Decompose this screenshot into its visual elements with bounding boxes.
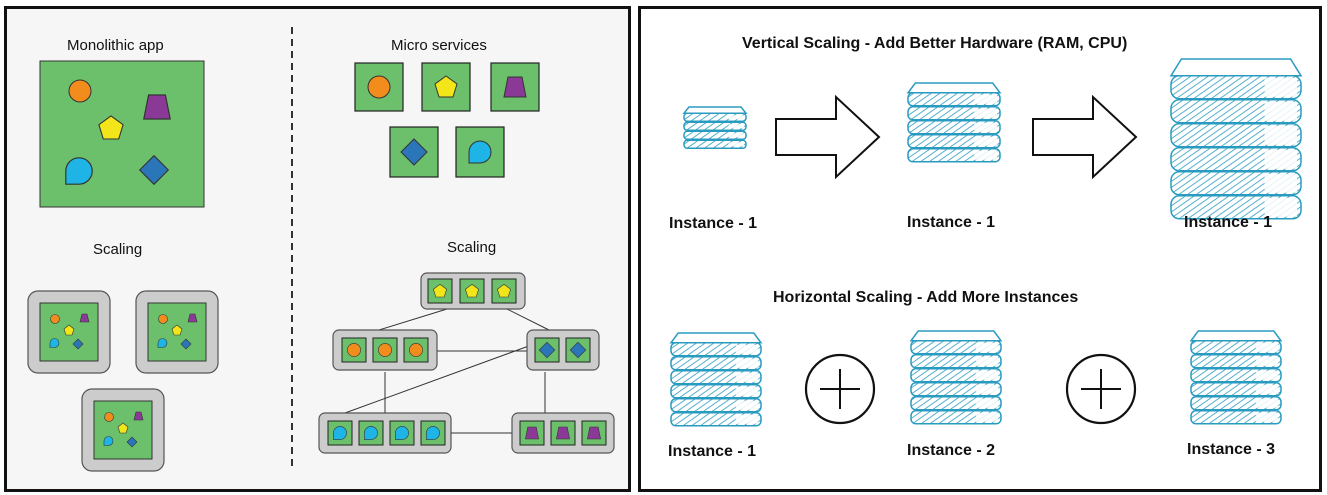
microservices-diagram	[27, 27, 615, 472]
server-instance-icon	[909, 330, 1003, 425]
horizontal-instance-label: Instance - 2	[907, 442, 996, 459]
scaling-label-micro: Scaling	[447, 239, 497, 256]
micro-services-title: Micro services	[391, 37, 487, 54]
microservices-panel: Monolithic app Micro services Scaling Sc…	[4, 6, 631, 492]
server-large-icon	[1169, 58, 1303, 220]
scaling-label-monolith: Scaling	[93, 241, 143, 258]
server-instance-icon	[669, 332, 763, 427]
arrow-right-icon	[775, 94, 881, 180]
scaling-panel: Vertical Scaling - Add Better Hardware (…	[638, 6, 1322, 492]
monolithic-title: Monolithic app	[67, 37, 164, 54]
monolithic-app-box	[39, 60, 205, 208]
horizontal-instance-label: Instance - 1	[668, 443, 757, 460]
monolith-scaling-instances	[27, 290, 219, 472]
scaling-diagram	[669, 58, 1303, 427]
server-small-icon	[682, 106, 748, 150]
vertical-instance-label: Instance - 1	[669, 215, 758, 232]
horizontal-instance-label: Instance - 3	[1187, 441, 1276, 458]
server-instance-icon	[1189, 330, 1283, 425]
plus-icon	[1065, 353, 1137, 425]
micro-scaling-network	[318, 272, 615, 454]
horizontal-scaling-title: Horizontal Scaling - Add More Instances	[773, 289, 1079, 306]
vertical-instance-label: Instance - 1	[1184, 214, 1273, 231]
arrow-right-icon	[1032, 94, 1138, 180]
vertical-scaling-title: Vertical Scaling - Add Better Hardware (…	[742, 35, 1128, 52]
vertical-instance-label: Instance - 1	[907, 214, 996, 231]
server-medium-icon	[906, 82, 1002, 163]
plus-icon	[804, 353, 876, 425]
micro-services-boxes	[354, 62, 540, 178]
